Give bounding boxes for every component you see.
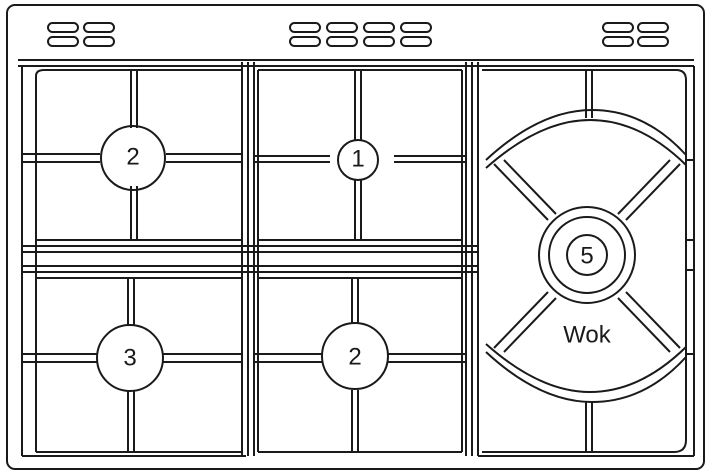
wok-burner-middle-ring bbox=[548, 216, 626, 294]
control-knob bbox=[400, 22, 432, 33]
control-knob bbox=[602, 22, 634, 33]
burner-label: 3 bbox=[123, 345, 136, 372]
control-knob bbox=[326, 36, 358, 47]
control-knob bbox=[47, 36, 79, 47]
wok-burner-label: 5 bbox=[580, 243, 593, 270]
control-knob bbox=[602, 36, 634, 47]
control-knob bbox=[83, 36, 115, 47]
control-knob bbox=[637, 22, 669, 33]
burner-ring bbox=[100, 125, 166, 191]
burner-front-center: 2 bbox=[254, 278, 466, 452]
control-knob bbox=[637, 36, 669, 47]
outer-frame bbox=[6, 4, 705, 470]
burner-rear-center: 1 bbox=[254, 70, 466, 240]
control-knob bbox=[363, 22, 395, 33]
control-knob bbox=[83, 22, 115, 33]
control-knobs-right bbox=[602, 22, 669, 47]
grate-divider-1 bbox=[241, 62, 255, 456]
control-knobs-left bbox=[47, 22, 115, 47]
wok-grate: 5 Wok bbox=[478, 66, 695, 457]
burner-label: 2 bbox=[348, 344, 361, 371]
burner-front-left: 3 bbox=[22, 278, 242, 452]
control-knob bbox=[363, 36, 395, 47]
burner-label: 2 bbox=[126, 144, 139, 171]
control-knob bbox=[289, 36, 321, 47]
burner-ring bbox=[337, 139, 379, 181]
middle-rail bbox=[22, 239, 478, 279]
control-knob bbox=[326, 22, 358, 33]
burner-ring bbox=[321, 322, 389, 390]
burner-ring bbox=[96, 324, 164, 392]
grate-divider-2 bbox=[465, 62, 479, 456]
burner-rear-left: 2 bbox=[22, 70, 242, 240]
control-knobs-center bbox=[289, 22, 432, 47]
wok-burner-inner-ring bbox=[566, 234, 608, 276]
burner-label: 1 bbox=[351, 146, 364, 173]
top-rail bbox=[18, 59, 694, 67]
control-knob bbox=[289, 22, 321, 33]
wok-burner-outer-ring bbox=[538, 206, 636, 304]
left-grate bbox=[21, 66, 246, 457]
control-knob bbox=[400, 36, 432, 47]
control-knob bbox=[47, 22, 79, 33]
wok-label: Wok bbox=[563, 322, 612, 349]
